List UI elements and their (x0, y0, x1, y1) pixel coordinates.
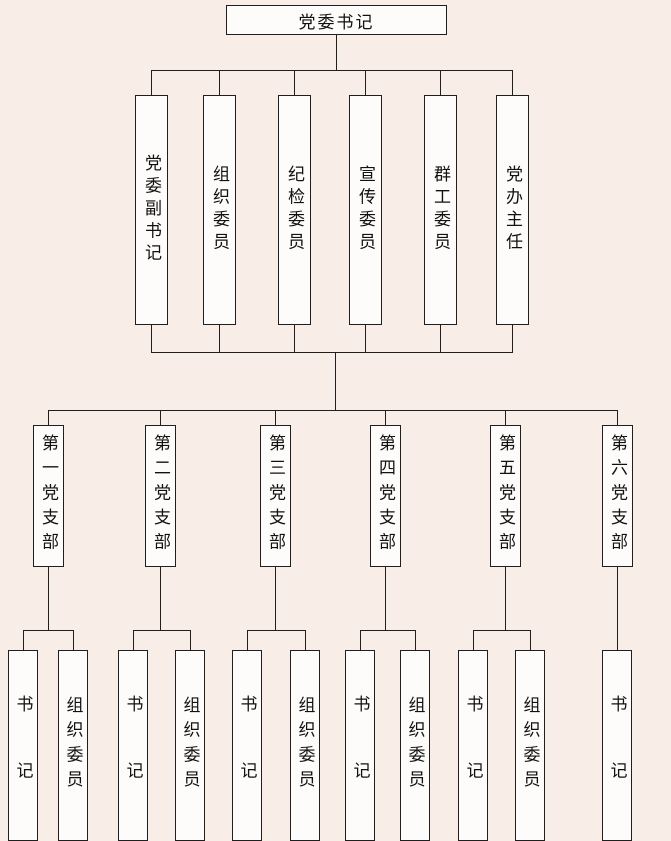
connector-line (151, 70, 152, 95)
org-node-label: 书记 (607, 695, 627, 828)
org-node-label: 宣传委员 (356, 165, 375, 255)
org-node-party-office-director: 党办主任 (496, 95, 529, 325)
connector-line (133, 630, 191, 631)
org-node-branch-3-secretary: 书记 (232, 650, 262, 841)
org-node-label: 书记 (463, 695, 483, 828)
connector-line (617, 567, 618, 650)
org-node-branch-4: 第四党支部 (370, 425, 401, 567)
connector-line (335, 352, 336, 410)
connector-line (294, 70, 295, 95)
connector-line (365, 70, 366, 95)
org-node-branch-2-org-member: 组织委员 (175, 650, 205, 841)
connector-line (23, 630, 74, 631)
org-node-label: 第五党支部 (496, 434, 515, 558)
connector-line (440, 70, 441, 95)
org-node-propaganda-member: 宣传委员 (349, 95, 382, 325)
connector-line (415, 630, 416, 650)
connector-line (617, 410, 618, 425)
org-node-label: 党委副书记 (142, 153, 161, 267)
connector-line (23, 630, 24, 650)
connector-line (512, 325, 513, 352)
org-node-branch-4-secretary: 书记 (345, 650, 375, 841)
org-node-label: 党委书记 (298, 12, 375, 32)
org-node-branch-2-secretary: 书记 (118, 650, 148, 841)
org-node-branch-5-org-member: 组织委员 (515, 650, 545, 841)
connector-line (48, 410, 618, 411)
org-node-organization-member: 组织委员 (203, 95, 236, 325)
org-node-label: 组织委员 (295, 696, 315, 795)
connector-line (133, 630, 134, 650)
connector-line (275, 567, 276, 630)
org-node-label: 群工委员 (431, 165, 450, 255)
org-node-label: 第三党支部 (266, 434, 285, 558)
org-node-label: 组织委员 (180, 696, 200, 795)
connector-line (190, 630, 191, 650)
org-node-label: 第二党支部 (151, 434, 170, 558)
connector-line (160, 567, 161, 630)
org-node-mass-work-member: 群工委员 (424, 95, 457, 325)
org-node-branch-1-secretary: 书记 (8, 650, 38, 841)
org-node-branch-5-secretary: 书记 (458, 650, 488, 841)
org-node-label: 组织委员 (210, 165, 229, 255)
org-node-branch-3: 第三党支部 (260, 425, 291, 567)
org-node-label: 纪检委员 (285, 165, 304, 255)
connector-line (275, 410, 276, 425)
org-node-deputy-secretary: 党委副书记 (135, 95, 168, 325)
connector-line (151, 352, 513, 353)
connector-line (530, 630, 531, 650)
connector-line (360, 630, 416, 631)
connector-line (440, 325, 441, 352)
connector-line (160, 410, 161, 425)
org-node-branch-3-org-member: 组织委员 (290, 650, 320, 841)
connector-line (151, 325, 152, 352)
connector-line (385, 567, 386, 630)
org-node-label: 党办主任 (503, 165, 522, 255)
connector-line (48, 410, 49, 425)
connector-line (151, 70, 513, 71)
connector-line (73, 630, 74, 650)
connector-line (247, 630, 248, 650)
org-node-branch-2: 第二党支部 (145, 425, 176, 567)
org-node-label: 书记 (123, 695, 143, 828)
connector-line (219, 70, 220, 95)
connector-line (247, 630, 306, 631)
connector-line (385, 410, 386, 425)
connector-line (219, 325, 220, 352)
org-node-label: 第四党支部 (376, 434, 395, 558)
org-node-label: 组织委员 (63, 696, 83, 795)
org-node-branch-1-org-member: 组织委员 (58, 650, 88, 841)
connector-line (505, 567, 506, 630)
org-node-label: 组织委员 (520, 696, 540, 795)
connector-line (473, 630, 474, 650)
org-node-branch-6: 第六党支部 (602, 425, 633, 567)
org-node-label: 第六党支部 (608, 434, 627, 558)
connector-line (48, 567, 49, 630)
org-node-label: 第一党支部 (39, 434, 58, 558)
org-node-label: 组织委员 (405, 696, 425, 795)
org-node-discipline-member: 纪检委员 (278, 95, 311, 325)
connector-line (473, 630, 531, 631)
org-node-branch-5: 第五党支部 (490, 425, 521, 567)
org-node-label: 书记 (13, 695, 33, 828)
connector-line (365, 325, 366, 352)
connector-line (305, 630, 306, 650)
connector-line (360, 630, 361, 650)
org-node-branch-1: 第一党支部 (33, 425, 64, 567)
connector-line (512, 70, 513, 95)
connector-line (505, 410, 506, 425)
connector-line (294, 325, 295, 352)
connector-line (336, 35, 337, 70)
org-node-label: 书记 (350, 695, 370, 828)
org-node-party-secretary: 党委书记 (226, 5, 447, 35)
org-node-label: 书记 (237, 695, 257, 828)
org-node-branch-4-org-member: 组织委员 (400, 650, 430, 841)
org-node-branch-6-secretary: 书记 (602, 650, 632, 841)
